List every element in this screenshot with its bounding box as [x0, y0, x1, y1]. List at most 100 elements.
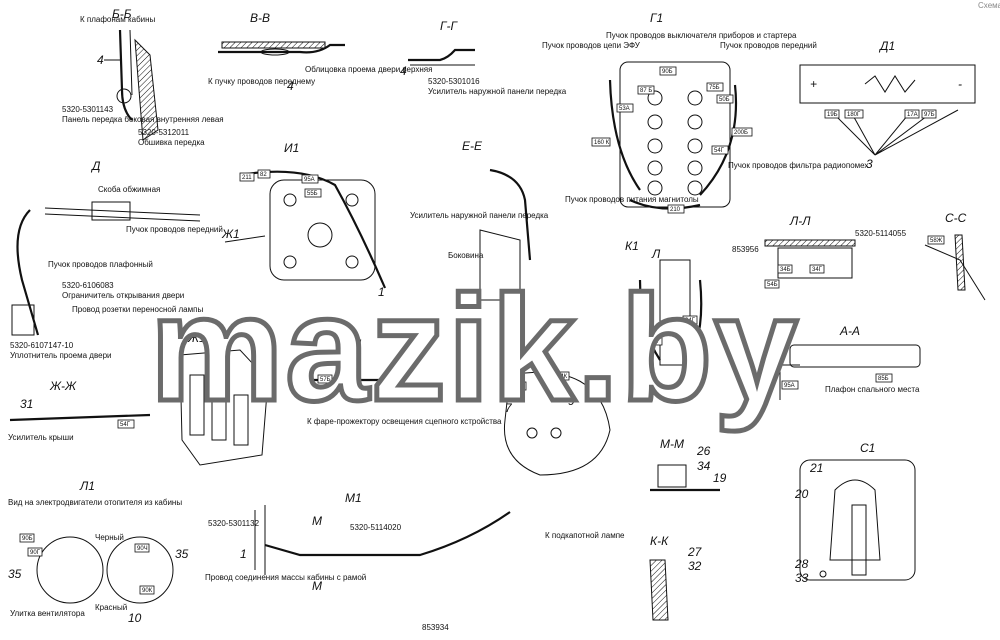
section-c1: С1 21 20 28 33	[794, 441, 916, 585]
wire-harness	[608, 79, 738, 210]
section-zh1: Ж1	[179, 331, 269, 466]
part-number: 5320-5301132	[208, 519, 260, 528]
callout-26: 26	[696, 444, 711, 458]
hatched-lining	[221, 41, 326, 49]
relay-block	[799, 64, 976, 104]
section-k1: К1 Л 34Г 54Г	[625, 239, 703, 366]
l1-krasny-label: Красный	[95, 603, 127, 612]
part-number: 853956	[732, 245, 759, 254]
wire-tag: 54Г	[714, 148, 725, 154]
ii-fara-label: К фаре-прожектору освещения сцепного кст…	[307, 417, 502, 426]
view-arrow-label: Ж1	[221, 227, 240, 241]
d-plafon-label: Пучок проводов плафонный	[48, 260, 153, 269]
hatched-trim	[134, 38, 159, 141]
wire-tag: 90К	[142, 588, 153, 594]
callout-20: 20	[794, 487, 809, 501]
section-ee: Е-Е Усилитель наружной панели передка Бо…	[410, 139, 549, 301]
section-label: И1	[284, 141, 299, 155]
lever-boot	[799, 459, 916, 581]
section-label: К	[548, 374, 556, 388]
callout-34: 34	[697, 459, 711, 473]
view-arrow	[224, 235, 266, 243]
wire-tag: 34Г	[812, 267, 823, 273]
minus-sign: -	[958, 77, 962, 91]
part-number: 5320-5301143	[62, 105, 114, 114]
g1-peredn-label: Пучок проводов передний	[720, 41, 817, 50]
callout-1: 1	[240, 547, 247, 561]
wire-tag: 90Б	[662, 69, 673, 75]
part-number: 5320-5114020	[350, 523, 402, 532]
callout-32: 32	[688, 559, 702, 573]
callout-4: 4	[287, 79, 294, 93]
g1-filtr-label: Пучок проводов фильтра радиопомех	[728, 161, 868, 170]
ee-bok-label: Боковина	[448, 251, 484, 260]
section-d1: Д1 + - 19Б 180Г 17А 97Б 3	[799, 39, 976, 171]
part-number: 853934	[422, 623, 449, 632]
section-ss: С-С 58Ж	[924, 211, 986, 301]
section-gg: Г-Г 4 5320-5301016 Усилитель наружной па…	[400, 19, 567, 96]
bb-obshivka-label: Обшивка передка	[138, 138, 205, 147]
wire-tag: 54Б	[767, 282, 778, 288]
crimp-bracket	[91, 201, 131, 221]
part-number: 5320-6106083	[62, 281, 114, 290]
m1-podkap-label: К подкапотной лампе	[545, 531, 625, 540]
side-panel	[479, 229, 521, 301]
panel-curve	[489, 168, 532, 261]
section-label: Е-Е	[462, 139, 483, 153]
callout-33: 33	[795, 571, 809, 585]
callout-4: 4	[400, 64, 407, 78]
wire-tag: 82	[260, 172, 267, 178]
section-label: А-А	[839, 324, 860, 338]
wire-tag: 90Б	[22, 536, 33, 542]
zhzh-usil-label: Усилитель крыши	[8, 433, 74, 442]
bb-panel-label: Панель передка боковая внутренняя левая	[62, 115, 224, 124]
door-seal-curve	[16, 209, 40, 336]
wire-tag: 58Ж	[930, 238, 943, 244]
section-label: Г-Г	[440, 19, 459, 33]
callout-28: 28	[794, 557, 809, 571]
section-vv: В-В К пучку проводов переднему 4 Облицов…	[208, 11, 432, 93]
lamp-shell	[503, 371, 611, 476]
fan-motor-right	[106, 536, 174, 604]
hatched-bracket	[649, 559, 669, 621]
g1-vykl-label: Пучок проводов выключателя приборов и ст…	[606, 31, 797, 40]
corner-mark: Схема	[978, 1, 1000, 10]
d-peredn-label: Пучок проводов передний	[126, 225, 223, 234]
wire-tag: 97Б	[924, 112, 935, 118]
section-label: М1	[345, 491, 362, 505]
wire-tag: 64К	[557, 374, 568, 380]
wire-tag: 64Б	[514, 384, 525, 390]
wire-tag: 54Г	[650, 339, 661, 345]
wire-tag: 55Б	[307, 191, 318, 197]
wire-tag: 75Б	[709, 85, 720, 91]
section-kk: К-К 27 32	[649, 534, 703, 621]
clamp-block	[657, 464, 687, 488]
door-profile	[218, 43, 345, 54]
l1-cherny-label: Черный	[95, 533, 124, 542]
section-label: М	[312, 579, 322, 593]
wire-tag: 160 К	[594, 140, 610, 146]
ee-usil-label: Усилитель наружной панели передка	[410, 211, 549, 220]
aa-plafon-label: Плафон спального места	[825, 385, 920, 394]
section-ll: Л-Л 34Б 34Г 54Б 853956 5320-5114055	[732, 214, 907, 289]
m1-provod-label: Провод соединения массы кабины с рамой	[205, 573, 366, 582]
section-label: К-К	[650, 534, 669, 548]
gg-usil-label: Усилитель наружной панели передка	[428, 87, 567, 96]
g1-pitanie-label: Пучок проводов питания магнитолы	[565, 195, 699, 204]
coil-symbol	[864, 75, 916, 93]
wire-harness	[638, 279, 703, 361]
wire-clip	[260, 48, 290, 56]
lever-opening	[829, 479, 881, 561]
panel-profile	[408, 48, 475, 62]
bb-plafon-label: К плафонам кабины	[80, 15, 156, 24]
section-i1: И1 211 82 95А 55Б Ж1 1	[221, 141, 387, 299]
lamp-housing	[789, 344, 921, 368]
section-label: М	[312, 514, 322, 528]
d-uplot-label: Уплотнитель проема двери	[10, 351, 112, 360]
door-stop	[11, 304, 35, 336]
g1-efu-label: Пучок проводов цепи ЭФУ	[542, 41, 641, 50]
wire-tag: 85Б	[878, 376, 889, 382]
section-g1: Г1 Пучок проводов выключателя приборов и…	[542, 11, 868, 214]
section-label: Б-Б	[112, 7, 132, 21]
callout-31: 31	[20, 397, 33, 411]
